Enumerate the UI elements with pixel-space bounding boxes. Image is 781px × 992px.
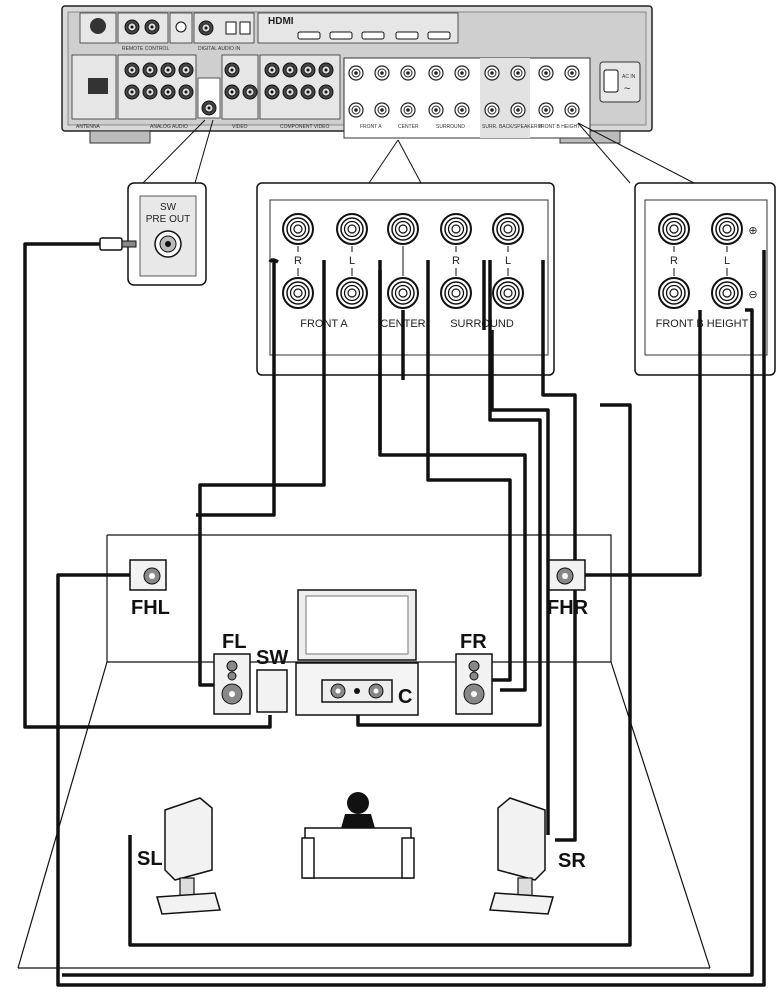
group-label-surround: SURROUND [450, 318, 514, 330]
terminal-label-center: CENTER [398, 124, 419, 130]
cable-center [356, 260, 542, 727]
speaker-sl: SL [137, 797, 221, 915]
tv [295, 589, 419, 716]
label-fr: FR [460, 631, 487, 653]
speaker-fhr: FHR [547, 559, 589, 619]
terminal-label-surround: SURROUND [436, 124, 465, 130]
section-label-remote-control: REMOTE CONTROL [122, 46, 169, 52]
label-sl: SL [137, 848, 163, 870]
group-label-front-b-height: FRONT B HEIGHT [656, 318, 749, 330]
speaker-fhl: FHL [129, 559, 170, 619]
label-c: C [398, 686, 412, 708]
section-label-component-video: COMPONENT VIDEO [280, 124, 329, 130]
speaker-sw: SW [256, 647, 288, 713]
section-label-digital-audio: DIGITAL AUDIO IN [198, 46, 241, 52]
main-terminals-callout: R L R L FRONT A CENTER SURROUND [256, 182, 555, 376]
sw-label: SW [160, 202, 177, 213]
room [17, 534, 711, 969]
cable-fl-1 [198, 260, 326, 687]
minus-icon: ⊖ [748, 289, 757, 301]
speaker-sr: SR [489, 797, 586, 915]
label-fhr: FHR [547, 597, 589, 619]
terminal-label-surr-back: SURR. BACK/SPEAKER B [482, 124, 543, 130]
channel-mark-front-l: L [349, 255, 355, 267]
channel-mark-front-r: R [294, 255, 302, 267]
rca-plug [99, 237, 137, 251]
hdmi-logo: HDMI [268, 16, 294, 27]
receiver-rear-panel: HDMI ANALOG AUDIO VIDEO COMPONENT VIDEO … [61, 5, 653, 144]
cable-fr-2 [426, 260, 512, 682]
speaker-fr: FR [455, 631, 493, 715]
section-label-antenna: ANTENNA [76, 124, 101, 130]
ac-symbol: ~ [624, 83, 630, 95]
label-fl: FL [222, 631, 246, 653]
section-label-video: VIDEO [232, 124, 248, 130]
cable-subwoofer [23, 242, 272, 729]
cable-fhr [585, 310, 702, 577]
channel-mark-height-r: R [670, 255, 678, 267]
terminal-label-front-b-height: FRONT B HEIGHT [538, 124, 580, 130]
channel-mark-surround-r: R [452, 255, 460, 267]
channel-mark-height-l: L [724, 255, 730, 267]
speaker-cables [23, 242, 766, 987]
plus-icon: ⊕ [748, 225, 757, 237]
cable-sl [128, 403, 632, 947]
callout-lines [142, 119, 695, 184]
label-sr: SR [558, 850, 586, 872]
speaker-c: C [321, 679, 412, 708]
height-terminals-callout: R L ⊕ ⊖ FRONT B HEIGHT [634, 182, 776, 376]
cable-fhl [56, 250, 766, 987]
label-sw: SW [256, 647, 288, 669]
speaker-fl: FL [213, 631, 251, 715]
terminal-label-front-a: FRONT A [360, 124, 382, 130]
sw-pre-out-callout: SW PRE OUT [127, 182, 207, 286]
listener-sofa [301, 792, 415, 879]
ac-in-label: AC IN [622, 74, 636, 80]
channel-mark-surround-l: L [505, 255, 511, 267]
pre-out-label: PRE OUT [146, 214, 190, 225]
label-fhl: FHL [131, 597, 170, 619]
section-label-analog-audio: ANALOG AUDIO [150, 124, 188, 130]
